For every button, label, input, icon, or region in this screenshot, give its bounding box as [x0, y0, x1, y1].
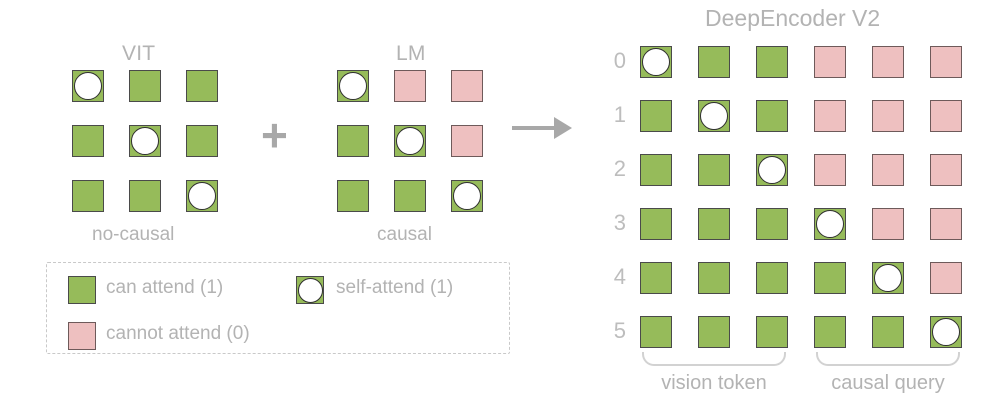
legend-swatch-pink [68, 322, 96, 350]
self-attend-circle-icon [642, 48, 670, 76]
deepencoder-cell [930, 262, 962, 294]
row-label-0: 0 [613, 48, 626, 73]
self-attend-circle-icon [816, 210, 844, 238]
vit-cell [129, 125, 161, 157]
deepencoder-cell [872, 154, 904, 186]
deepencoder-cell [930, 100, 962, 132]
lm-cell [451, 70, 483, 102]
deepencoder-cell [698, 262, 730, 294]
row-label-4: 4 [613, 264, 626, 289]
self-attend-circle-icon [74, 72, 102, 100]
deepencoder-cell [814, 154, 846, 186]
deepencoder-cell [698, 154, 730, 186]
deepencoder-cell [698, 208, 730, 240]
self-attend-circle-icon [297, 277, 323, 303]
deepencoder-cell [640, 100, 672, 132]
legend-label-green: can attend (1) [106, 277, 224, 298]
row-label-1: 1 [613, 102, 626, 127]
self-attend-circle-icon [131, 127, 159, 155]
self-attend-circle-icon [188, 182, 216, 210]
deepencoder-cell [640, 154, 672, 186]
vit-cell [129, 70, 161, 102]
deepencoder-cell [698, 316, 730, 348]
self-attend-circle-icon [932, 318, 960, 346]
group-label-causal-query: causal query [831, 372, 945, 394]
deepencoder-cell [814, 316, 846, 348]
vit-cell [72, 125, 104, 157]
lm-cell [394, 70, 426, 102]
vit-cell [129, 180, 161, 212]
deepencoder-cell [930, 316, 962, 348]
lm-cell [394, 125, 426, 157]
deepencoder-cell [930, 154, 962, 186]
deepencoder-cell [756, 316, 788, 348]
lm-panel-title: LM [396, 42, 426, 65]
deepencoder-cell [930, 208, 962, 240]
self-attend-circle-icon [396, 127, 424, 155]
group-brace-1 [816, 352, 960, 366]
lm-cell [394, 180, 426, 212]
legend-label-pink: cannot attend (0) [106, 323, 250, 344]
page-title: DeepEncoder V2 [705, 5, 881, 31]
lm-cell [337, 180, 369, 212]
deepencoder-cell [930, 46, 962, 78]
deepencoder-cell [814, 100, 846, 132]
vit-cell [186, 70, 218, 102]
lm-cell [337, 70, 369, 102]
deepencoder-cell [640, 46, 672, 78]
deepencoder-cell [872, 208, 904, 240]
vit-cell [186, 125, 218, 157]
deepencoder-cell [698, 46, 730, 78]
legend-swatch-green [68, 276, 96, 304]
deepencoder-cell [872, 262, 904, 294]
row-label-2: 2 [613, 156, 626, 181]
lm-cell [337, 125, 369, 157]
vit-panel-title: VIT [122, 42, 156, 65]
deepencoder-cell [872, 100, 904, 132]
deepencoder-cell [872, 46, 904, 78]
deepencoder-cell [640, 208, 672, 240]
deepencoder-cell [814, 208, 846, 240]
plus-operator-icon: + [261, 109, 288, 161]
vit-cell [72, 70, 104, 102]
deepencoder-cell [756, 208, 788, 240]
deepencoder-cell [698, 100, 730, 132]
deepencoder-cell [756, 154, 788, 186]
lm-panel-caption: causal [377, 224, 432, 245]
deepencoder-cell [756, 262, 788, 294]
group-label-vision-token: vision token [661, 372, 767, 394]
self-attend-circle-icon [874, 264, 902, 292]
deepencoder-cell [640, 316, 672, 348]
vit-cell [72, 180, 104, 212]
legend-label-self: self-attend (1) [336, 277, 454, 298]
deepencoder-cell [814, 262, 846, 294]
self-attend-circle-icon [758, 156, 786, 184]
legend [46, 262, 510, 354]
deepencoder-cell [814, 46, 846, 78]
group-brace-0 [642, 352, 786, 366]
row-label-3: 3 [613, 210, 626, 235]
deepencoder-cell [756, 100, 788, 132]
deepencoder-cell [640, 262, 672, 294]
self-attend-circle-icon [453, 182, 481, 210]
vit-cell [186, 180, 218, 212]
deepencoder-cell [756, 46, 788, 78]
legend-swatch-self [296, 276, 324, 304]
deepencoder-cell [872, 316, 904, 348]
lm-cell [451, 180, 483, 212]
row-label-5: 5 [613, 318, 626, 343]
self-attend-circle-icon [700, 102, 728, 130]
lm-cell [451, 125, 483, 157]
vit-panel-caption: no-causal [92, 224, 175, 245]
self-attend-circle-icon [339, 72, 367, 100]
